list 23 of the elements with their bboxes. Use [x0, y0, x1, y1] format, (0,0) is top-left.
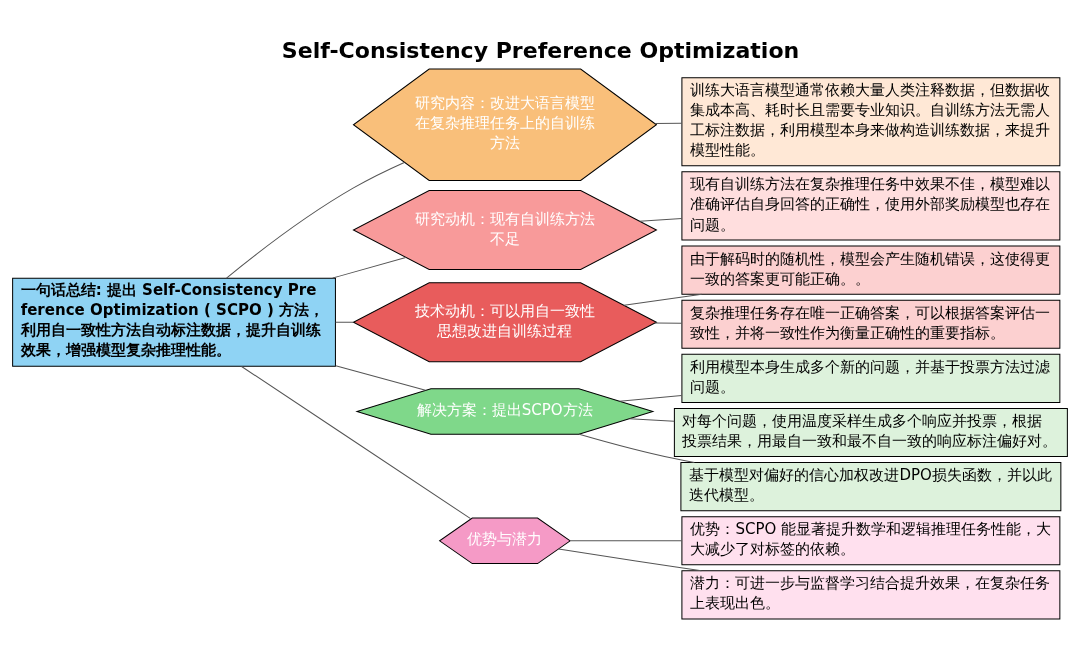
- connector: [578, 433, 695, 464]
- connector: [570, 540, 683, 542]
- connector: [629, 418, 675, 422]
- connector: [619, 395, 683, 402]
- connector: [241, 366, 472, 520]
- connector: [654, 122, 683, 124]
- node-box: 一句话总结: 提出 Self-Consistency Preference Optimization ( SCPO ) 方法，利用自一致性方法自动标注数据，提升自训练效果，增强模型复杂推理性能。: [12, 277, 336, 367]
- node-box: 复杂推理任务存在唯一正确答案，可以根据答案评估一致性，并将一致性作为衡量正确性的重要指标。: [681, 299, 1061, 349]
- connector: [226, 161, 405, 279]
- node-box: 基于模型对偏好的信心加权改进DPO损失函数，并以此迭代模型。: [680, 462, 1062, 512]
- node-box: 潜力：可进一步与监督学习结合提升效果，在复杂任务上表现出色。: [681, 570, 1061, 620]
- node-box: 对每个问题，使用温度采样生成多个响应并投票，根据投票结果，用最自一致和最不自一致的响应标注偏好对。: [673, 407, 1068, 458]
- node-box: 训练大语言模型通常依赖大量人类注释数据，但数据收集成本高、耗时长且需要专业知识。自训练方法无需人工标注数据，利用模型本身来做构造训练数据，来提升模型性能。: [681, 77, 1061, 167]
- node-box: 现有自训练方法在复杂推理任务中效果不佳，模型难以准确评估自身回答的正确性，使用外部奖励模型也存在问题。: [681, 171, 1061, 241]
- node-box: 由于解码时的随机性，模型会产生随机错误，这使得更一致的答案更可能正确。。: [681, 245, 1061, 295]
- connector: [639, 217, 683, 222]
- node-box: 利用模型本身生成多个新的问题，并基于投票方法过滤问题。: [681, 353, 1061, 403]
- diagram-title: Self-Consistency Preference Optimization: [281, 37, 800, 63]
- node-box: 优势：SCPO 能显著提升数学和逻辑推理任务性能，大大减少了对标签的依赖。: [681, 516, 1061, 566]
- connector: [335, 365, 427, 391]
- connector: [335, 321, 354, 323]
- connector: [332, 257, 407, 279]
- connector: [654, 322, 683, 324]
